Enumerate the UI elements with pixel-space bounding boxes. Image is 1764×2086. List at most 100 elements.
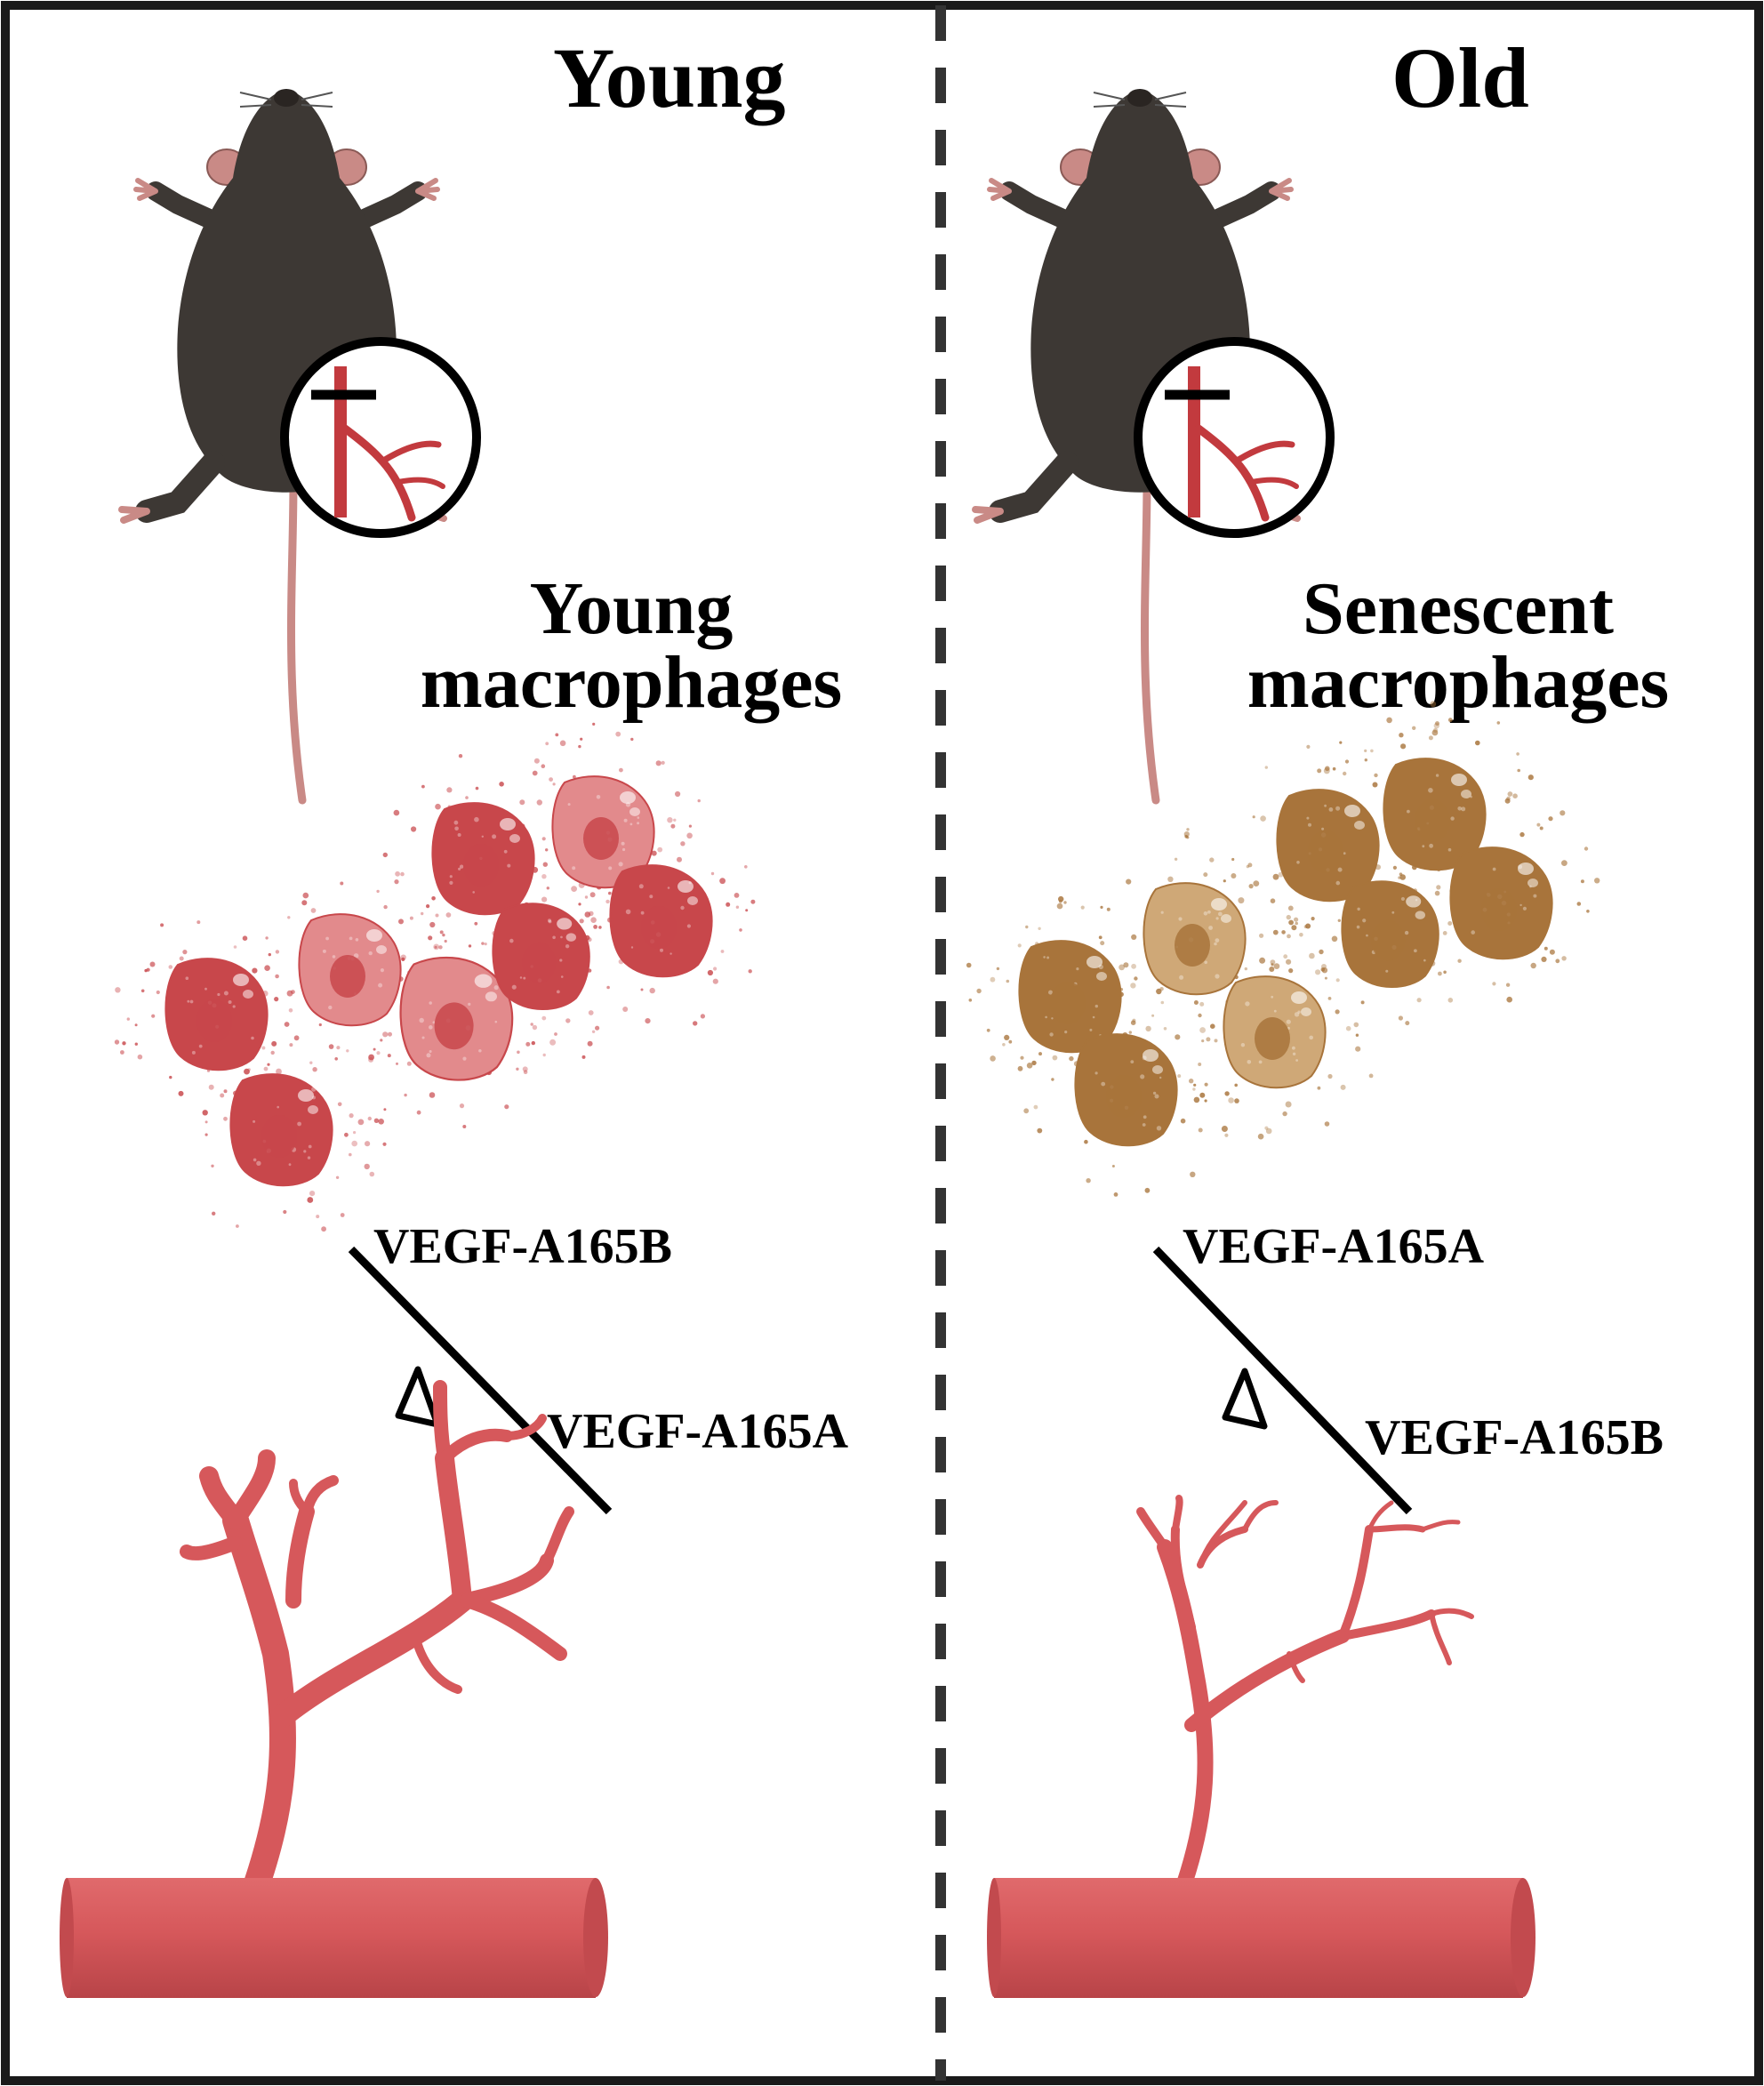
young-ligation-icon xyxy=(285,341,477,534)
secretion-dot xyxy=(1210,1023,1215,1029)
secretion-dot xyxy=(247,1068,251,1071)
secretion-dot xyxy=(1244,967,1248,971)
secretion-dot xyxy=(1516,752,1519,756)
secretion-dot xyxy=(318,1023,322,1027)
secretion-dot xyxy=(376,1051,381,1055)
secretion-dot xyxy=(1002,1043,1006,1047)
secretion-dot xyxy=(531,1040,535,1046)
old-macrophage-cluster xyxy=(966,701,1600,1197)
secretion-dot xyxy=(383,1108,387,1111)
secretion-dot xyxy=(1204,1099,1207,1103)
secretion-dot xyxy=(1247,862,1253,868)
secretion-dot xyxy=(261,1046,266,1050)
secretion-dot xyxy=(126,1017,130,1021)
secretion-dot xyxy=(516,1067,519,1071)
secretion-dot xyxy=(739,928,742,932)
secretion-dot xyxy=(1360,1000,1365,1005)
secretion-dot xyxy=(144,968,148,973)
secretion-dot xyxy=(242,935,248,941)
secretion-dot xyxy=(541,837,546,841)
secretion-dot xyxy=(1189,1079,1194,1084)
secretion-dot xyxy=(1325,766,1330,772)
secretion-dot xyxy=(1295,921,1298,926)
secretion-dot xyxy=(1548,816,1553,822)
secretion-dot xyxy=(1100,905,1103,910)
secretion-dot xyxy=(411,826,417,832)
secretion-dot xyxy=(552,782,556,786)
secretion-dot xyxy=(591,1030,596,1034)
secretion-dot xyxy=(1209,857,1215,862)
secretion-dot xyxy=(284,1022,290,1027)
secretion-dot xyxy=(726,902,731,907)
secretion-dot xyxy=(1264,1126,1269,1130)
secretion-dot xyxy=(426,904,430,909)
macrophage-cell-icon xyxy=(164,958,269,1071)
secretion-dot xyxy=(475,786,479,790)
secretion-dot xyxy=(1339,741,1343,744)
secretion-dot xyxy=(433,943,440,951)
secretion-dot xyxy=(301,900,308,906)
secretion-dot xyxy=(404,1093,407,1097)
secretion-dot xyxy=(268,952,271,957)
secretion-dot xyxy=(677,856,682,862)
secretion-dot xyxy=(288,1008,293,1013)
secretion-dot xyxy=(1364,749,1367,753)
secretion-dot xyxy=(140,989,145,993)
secretion-dot xyxy=(1344,759,1350,764)
secretion-dot xyxy=(542,1053,546,1057)
secretion-dot xyxy=(1561,956,1567,961)
secretion-dot xyxy=(1156,988,1162,995)
secretion-dot xyxy=(1586,910,1590,913)
secretion-dot xyxy=(1224,1133,1229,1137)
secretion-dot xyxy=(588,1010,594,1015)
secretion-dot xyxy=(1584,846,1589,851)
secretion-dot xyxy=(1025,925,1029,929)
secretion-dot xyxy=(1214,1039,1218,1043)
secretion-dot xyxy=(1335,978,1340,983)
secretion-dot xyxy=(719,878,726,885)
secretion-dot xyxy=(750,899,756,904)
secretion-dot xyxy=(590,917,597,923)
secretion-dot xyxy=(622,1007,629,1012)
secretion-dot xyxy=(1273,963,1280,969)
secretion-dot xyxy=(435,803,441,810)
secretion-dot xyxy=(368,1054,374,1061)
secretion-dot xyxy=(1126,879,1132,885)
secretion-dot xyxy=(1400,743,1407,750)
secretion-dot xyxy=(1204,1082,1208,1087)
secretion-dot xyxy=(1536,822,1541,827)
secretion-dot xyxy=(1160,1000,1165,1005)
secretion-dot xyxy=(619,767,623,773)
secretion-dot xyxy=(592,722,596,726)
secretion-dot xyxy=(1492,982,1496,986)
secretion-dot xyxy=(545,742,549,746)
macrophage-cell-icon xyxy=(431,802,535,916)
secretion-dot xyxy=(114,1039,120,1045)
secretion-dot xyxy=(382,852,388,858)
secretion-dot xyxy=(651,850,657,856)
secretion-dot xyxy=(309,1061,313,1064)
secretion-dot xyxy=(434,945,437,949)
secretion-dot xyxy=(204,1133,208,1136)
secretion-dot xyxy=(1228,1097,1234,1103)
secretion-dot xyxy=(421,911,424,916)
secretion-dot xyxy=(1224,1091,1230,1096)
secretion-dot xyxy=(990,976,996,983)
secretion-dot xyxy=(409,916,413,920)
secretion-dot xyxy=(1544,946,1548,951)
secretion-dot xyxy=(1231,857,1235,862)
secretion-dot xyxy=(115,987,121,993)
secretion-dot xyxy=(1008,1039,1013,1044)
secretion-dot xyxy=(1193,1083,1197,1087)
secretion-dot xyxy=(504,1104,509,1110)
old-title: Old xyxy=(1391,30,1529,125)
secretion-dot xyxy=(1327,1073,1333,1079)
secretion-dot xyxy=(1199,1001,1205,1007)
secretion-dot xyxy=(640,988,644,991)
secretion-dot xyxy=(400,871,405,877)
secretion-dot xyxy=(1234,1098,1239,1103)
secretion-dot xyxy=(1475,740,1480,746)
secretion-dot xyxy=(1252,815,1255,819)
secretion-dot xyxy=(275,974,279,979)
secretion-dot xyxy=(580,737,583,741)
